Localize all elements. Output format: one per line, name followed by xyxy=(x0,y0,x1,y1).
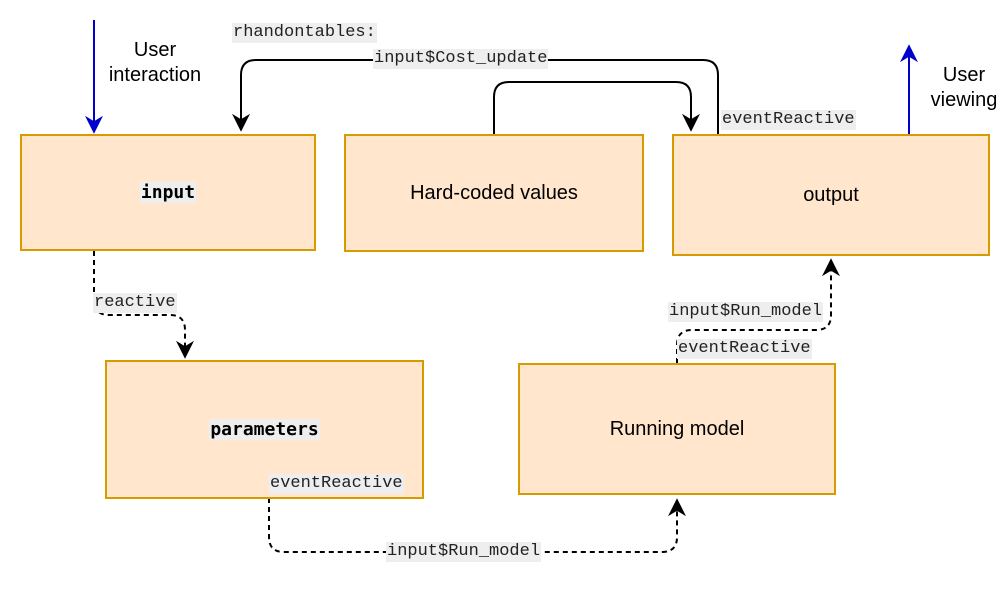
running-eventreactive-label: eventReactive xyxy=(677,339,812,359)
output-eventreactive-label: eventReactive xyxy=(721,110,856,130)
user-viewing-label: User viewing xyxy=(922,63,1006,113)
reactive-label: reactive xyxy=(93,293,177,313)
running-to-output-edge xyxy=(676,258,840,363)
cost-update-edge xyxy=(232,59,719,134)
user-interaction-line2: interaction xyxy=(108,64,202,86)
user-interaction-line1: User xyxy=(133,39,177,61)
parameters-node-label: parameters xyxy=(209,419,320,440)
input-node-label: input xyxy=(139,182,197,203)
hardcoded-values-label: Hard-coded values xyxy=(410,181,578,204)
hardcoded-to-output-edge xyxy=(493,81,700,134)
parameters-eventreactive-label: eventReactive xyxy=(269,474,404,494)
run-model-top-label: input$Run_model xyxy=(668,302,824,322)
cost-update-label: input$Cost_update xyxy=(373,49,549,69)
output-node-label: output xyxy=(803,183,859,206)
input-node: input xyxy=(20,134,316,251)
rhandontables-label: rhandontables: xyxy=(232,23,377,43)
running-model-node: Running model xyxy=(518,363,836,495)
user-interaction-label: User interaction xyxy=(100,38,210,88)
run-model-bottom-label: input$Run_model xyxy=(386,542,542,562)
running-model-label: Running model xyxy=(609,417,745,440)
user-viewing-line1: User xyxy=(942,64,986,86)
user-viewing-line2: viewing xyxy=(930,89,998,111)
hardcoded-values-node: Hard-coded values xyxy=(344,134,644,252)
output-node: output xyxy=(672,134,990,256)
